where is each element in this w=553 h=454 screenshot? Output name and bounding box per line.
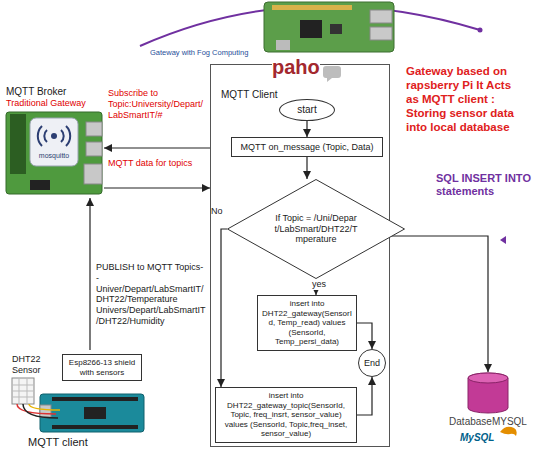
signal-waves (38, 126, 70, 146)
arc-label: Gateway with Fog Computing (150, 48, 248, 57)
end-terminal: End (358, 349, 386, 377)
sensor-grid (12, 378, 34, 404)
usb-port (370, 27, 392, 40)
edge-label: SQL INSERT INTO statements (436, 172, 548, 198)
chip (300, 20, 322, 38)
connector (306, 157, 307, 179)
cylinder-body (468, 373, 508, 413)
mqtt-client-box: MQTT ClientstartMQTT on_message (Topic, … (210, 64, 390, 447)
arc-end-dot (478, 28, 483, 33)
edge-label: MQTT data for topics (108, 158, 206, 169)
edge-label: Subscribe to Topic:University/Depart/Lab… (108, 88, 206, 120)
connector (221, 229, 227, 387)
mosquitto-logo: mosquitto (31, 152, 77, 160)
node-text: start (280, 104, 334, 116)
usb-port (86, 122, 102, 136)
diamond-shape (228, 180, 405, 279)
cylinder-top (468, 373, 508, 383)
wire (29, 404, 60, 410)
usb-port (40, 405, 51, 417)
node-text: insert into DHT22_gateway_topic(SensorId… (219, 391, 353, 439)
trace-area (10, 114, 26, 174)
node-text: If Topic = /Uni/Depart/LabSmart/DHT22/Tm… (274, 213, 358, 245)
decision-diamond: If Topic = /Uni/Depart/LabSmart/DHT22/Tm… (227, 179, 405, 279)
pcb (6, 112, 102, 194)
sql-insert-box: insert into DHT22_gateway_topic(SensorId… (215, 387, 357, 443)
cylinder-outline (446, 372, 530, 416)
usb-port (86, 142, 102, 156)
ethernet-port (84, 164, 102, 184)
paho-logo: paho (272, 56, 320, 78)
header-row (52, 397, 138, 401)
connector (104, 187, 210, 188)
edge-label: yes (312, 279, 326, 290)
header-row (52, 425, 138, 429)
node-text: MQTT Broker (6, 86, 66, 98)
connector (89, 198, 90, 350)
node-text: insert into DHT22_gateway(SensorId, Temp… (261, 299, 353, 347)
raspberry-pi-board (264, 2, 394, 52)
chip (84, 407, 106, 419)
process-box: MQTT on_message (Topic, Data) (231, 137, 383, 157)
mysql-logo: MySQL (460, 432, 494, 444)
broker-gateway: MQTT BrokerTraditional Gateway (4, 84, 104, 198)
connector (357, 377, 372, 415)
sql-insert-box: insert into DHT22_gateway(SensorId, Temp… (257, 295, 357, 351)
start-terminal: start (279, 99, 335, 121)
sensor-device: DHT22 SensorMQTT client Esp8266-13 shield… (8, 350, 148, 450)
mosquitto-icon (30, 118, 78, 166)
connector (390, 236, 488, 372)
chip (30, 180, 50, 190)
pcb (264, 2, 394, 52)
node-text: MQTT on_message (Topic, Data) (235, 142, 379, 153)
node-text: MQTT Client (221, 89, 278, 101)
edge-label: No (211, 206, 223, 217)
broker-board (6, 112, 102, 194)
connector (306, 121, 307, 137)
pointer-triangle (500, 236, 506, 244)
dht22-sensor (12, 378, 34, 404)
gateway-note: Gateway based on rapsberry Pi It Acts as… (406, 64, 526, 134)
mysql-dolphin (500, 427, 517, 436)
node-subtext: Traditional Gateway (6, 98, 86, 109)
node-subtext: MQTT client (28, 436, 88, 449)
node-text: Esp8266-13 shield with sensors (66, 358, 138, 377)
port (276, 40, 290, 50)
signal-dot (51, 133, 57, 139)
gpio-header (272, 5, 352, 10)
sensor-hardware (12, 378, 144, 432)
node-text: End (359, 358, 385, 369)
esp-shield-box: Esp8266-13 shield with sensors (62, 354, 142, 381)
connector (357, 323, 372, 349)
paho-bubble (323, 66, 341, 82)
node-text: DatabaseMYSQL (446, 416, 530, 428)
database-cylinder: DatabaseMYSQL (446, 372, 530, 430)
chip (330, 24, 342, 34)
arduino-board (40, 394, 144, 432)
usb-port (370, 10, 392, 23)
edge-label: PUBLISH to MQTT Topics-- Univer/Depart/L… (96, 262, 206, 327)
connector (104, 147, 210, 148)
wire (23, 404, 58, 418)
node-text: DHT22 Sensor (12, 354, 52, 376)
